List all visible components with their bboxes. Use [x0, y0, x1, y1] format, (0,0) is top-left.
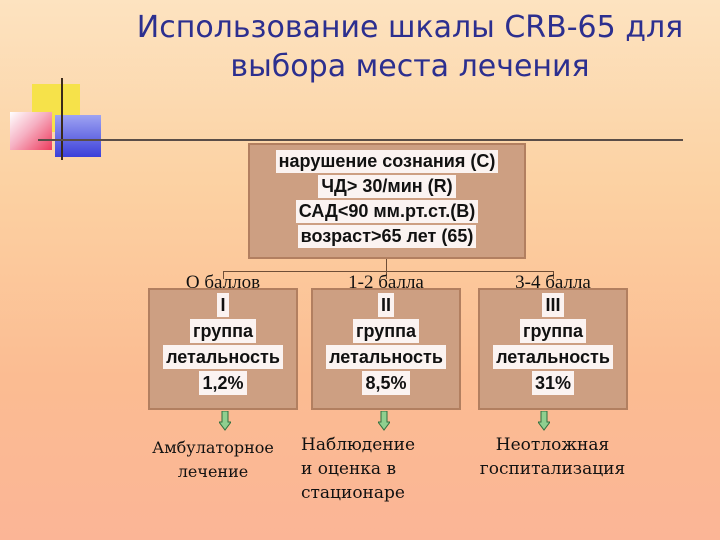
- outcome-2-line-2: и оценка в: [301, 459, 397, 479]
- decor-vertical-line: [61, 78, 63, 160]
- slide-title: Использование шкалы CRB-65 для выбора ме…: [110, 8, 710, 86]
- group-2-metric: летальность: [326, 345, 446, 369]
- group-3-mortality-value: 31%: [531, 371, 575, 395]
- group-3-metric: летальность: [493, 345, 613, 369]
- outcome-group-2: Наблюдение и оценка в стационаре: [301, 433, 471, 505]
- connector-branch-3: [553, 271, 554, 279]
- outcome-3-line-1: Неотложная: [495, 435, 610, 455]
- group-3-word: группа: [519, 319, 587, 343]
- outcome-group-3: Неотложная госпитализация: [460, 433, 645, 481]
- group-1-word: группа: [189, 319, 257, 343]
- group-2-mortality-value: 8,5%: [362, 371, 410, 395]
- title-line-2: выбора места лечения: [230, 49, 590, 84]
- arrow-down-icon: [378, 411, 390, 431]
- arrow-down-icon: [538, 411, 550, 431]
- group-3-numeral: III: [542, 293, 564, 317]
- outcome-3-line-2: госпитализация: [479, 459, 626, 479]
- group-box-1: I группа летальность 1,2%: [148, 288, 298, 410]
- score-label-group-1: О баллов: [185, 272, 261, 293]
- criteria-line-resp-rate: ЧД> 30/мин (R): [318, 175, 456, 198]
- group-2-word: группа: [352, 319, 420, 343]
- decor-horizontal-line: [38, 139, 683, 141]
- connector-vertical-main: [386, 259, 387, 271]
- criteria-line-age: возраст>65 лет (65): [297, 225, 477, 248]
- outcome-1-line-2: лечение: [177, 462, 249, 481]
- decor-red-square: [10, 112, 52, 150]
- outcome-2-line-1: Наблюдение: [301, 435, 416, 455]
- connector-branch-2: [386, 271, 387, 279]
- outcome-2-line-3: стационаре: [301, 483, 405, 503]
- group-1-mortality-value: 1,2%: [199, 371, 247, 395]
- criteria-line-consciousness: нарушение сознания (C): [275, 150, 499, 173]
- title-line-1: Использование шкалы CRB-65 для: [136, 10, 684, 45]
- group-2-numeral: II: [377, 293, 394, 317]
- group-box-2: II группа летальность 8,5%: [311, 288, 461, 410]
- criteria-line-blood-pressure: САД<90 мм.рт.ст.(B): [295, 200, 479, 223]
- criteria-box: нарушение сознания (C) ЧД> 30/мин (R) СА…: [248, 143, 526, 259]
- score-label-group-3: 3-4 балла: [515, 272, 591, 293]
- connector-branch-1: [223, 271, 224, 279]
- score-label-group-2: 1-2 балла: [348, 272, 424, 293]
- outcome-1-line-1: Амбулаторное: [152, 438, 274, 457]
- outcome-group-1: Амбулаторное лечение: [133, 436, 293, 484]
- connector-horizontal: [223, 271, 553, 272]
- group-1-metric: летальность: [163, 345, 283, 369]
- group-1-numeral: I: [217, 293, 229, 317]
- arrow-down-icon: [219, 411, 231, 431]
- group-box-3: III группа летальность 31%: [478, 288, 628, 410]
